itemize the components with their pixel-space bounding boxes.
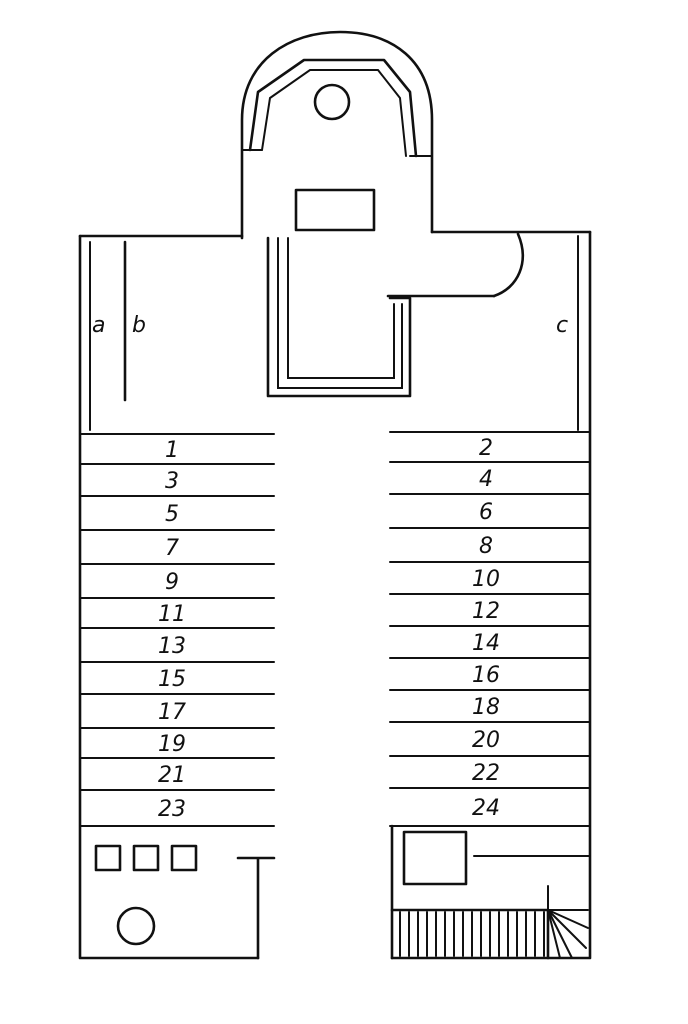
- outer-walls: [78, 230, 592, 960]
- pew-number-right: 16: [472, 663, 500, 688]
- pew-number-right: 20: [472, 728, 500, 753]
- pew-number-left: 9: [165, 570, 179, 595]
- pew-number-left: 1: [165, 438, 179, 463]
- pew-number-left: 3: [165, 469, 179, 494]
- pew-number-right: 4: [479, 467, 493, 492]
- chancel-steps: [266, 232, 524, 398]
- pew-number-left: 5: [165, 502, 179, 527]
- bottom-right-room: [390, 830, 591, 960]
- pew-number-right: 22: [472, 761, 500, 786]
- pew-number-left: 19: [158, 732, 186, 757]
- pew-number-right: 14: [472, 631, 500, 656]
- pew-number-right: 18: [472, 695, 500, 720]
- side-lines: [89, 235, 579, 431]
- pew-number-right: 12: [472, 599, 500, 624]
- stair-treads: [399, 911, 545, 957]
- pew-number-right: 8: [479, 534, 493, 559]
- pew-number-right: 10: [472, 567, 500, 592]
- pew-number-left: 15: [158, 667, 186, 692]
- pew-number-left: 11: [158, 602, 186, 627]
- pews-right: [389, 431, 591, 827]
- bottom-left-room: [94, 844, 198, 946]
- box-2: [132, 844, 160, 872]
- box-3: [170, 844, 198, 872]
- pew-number-left: 17: [158, 700, 186, 725]
- label-a: a: [92, 313, 105, 338]
- pew-number-right: 6: [479, 500, 493, 525]
- label-b: b: [132, 313, 146, 338]
- pew-number-left: 7: [165, 536, 179, 561]
- pews-left: [79, 433, 275, 827]
- box-right: [402, 830, 468, 886]
- pew-number-left: 13: [158, 634, 186, 659]
- pew-number-left: 21: [158, 763, 186, 788]
- apse: [240, 30, 434, 240]
- pew-number-left: 23: [158, 797, 186, 822]
- pew-number-right: 24: [472, 796, 500, 821]
- stair-winder: [547, 885, 589, 959]
- altar-rect: [294, 188, 376, 232]
- apse-circle: [313, 83, 351, 121]
- box-1: [94, 844, 122, 872]
- label-c: c: [556, 313, 568, 338]
- door-arc: [492, 232, 524, 298]
- font-circle: [116, 906, 156, 946]
- pew-number-right: 2: [479, 436, 493, 461]
